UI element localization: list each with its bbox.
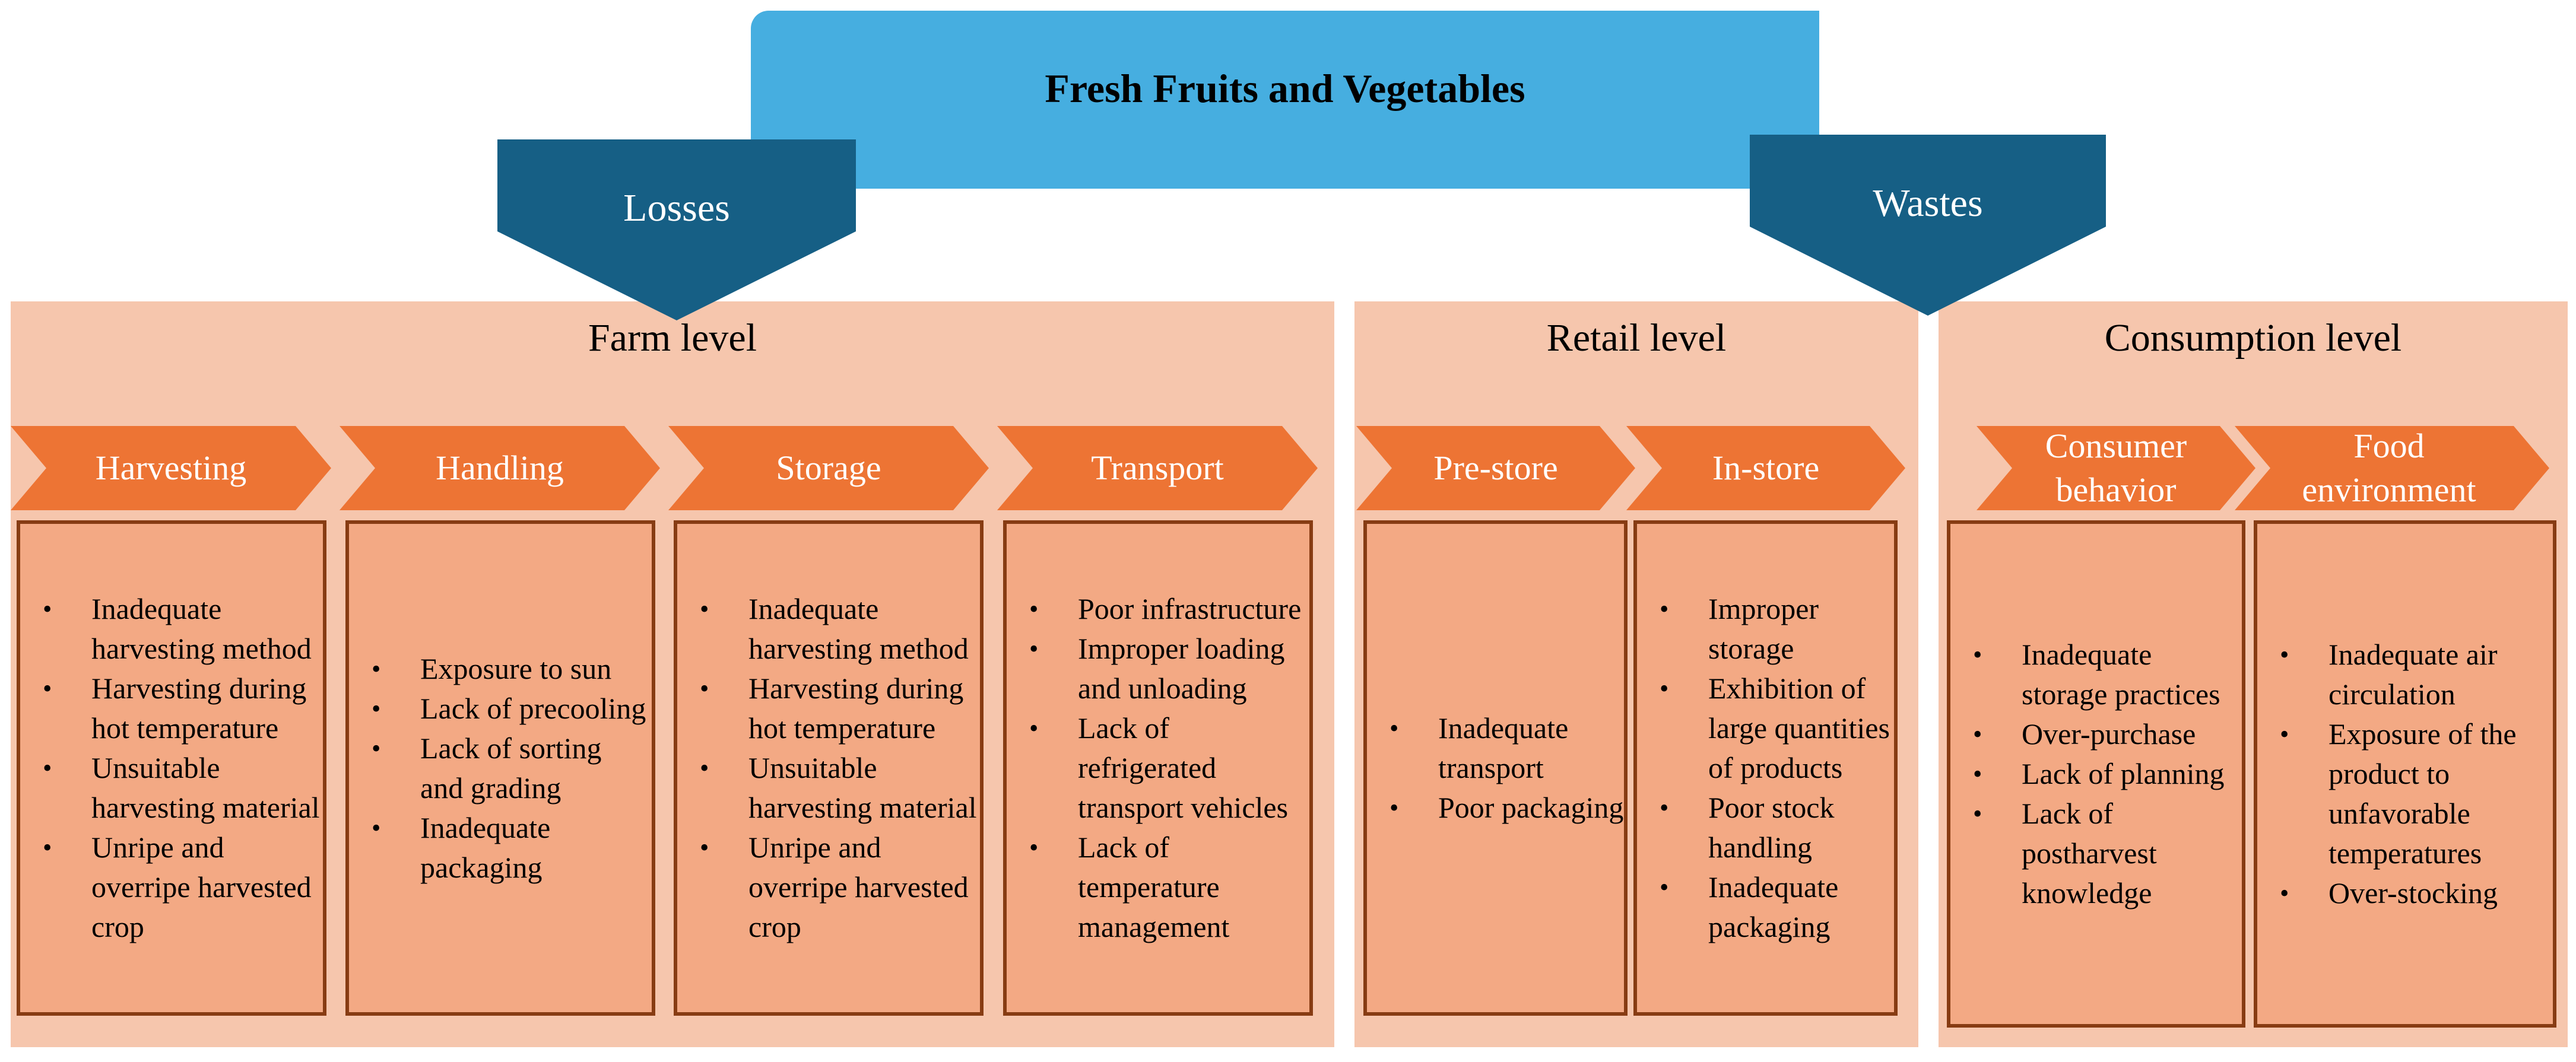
list-item: Unsuitable harvesting material [677,748,980,828]
stage-chevron-food-environment: Food environment [2235,426,2549,510]
wastes-arrow [1750,135,2106,316]
stage-label: Food environment [2302,426,2476,509]
list-item: Inadequate storage practices [1950,635,2242,714]
stage-box-food-environment: Inadequate air circulation Exposure of t… [2254,520,2556,1028]
bullet-list: Improper storage Exhibition of large qua… [1637,589,1894,947]
stage-box-pre-store: Inadequate transport Poor packaging [1363,520,1628,1016]
list-item: Inadequate air circulation [2257,635,2553,714]
stage-box-storage: Inadequate harvesting method Harvesting … [674,520,984,1016]
list-item: Poor stock handling [1637,788,1894,867]
list-item: Lack of refrigerated transport vehicles [1007,708,1309,828]
bullet-list: Inadequate transport Poor packaging [1367,708,1624,828]
list-item: Inadequate harvesting method [20,589,323,669]
list-item: Poor infrastructure [1007,589,1309,629]
stage-chevron-handling: Handling [340,426,660,510]
title-banner [751,11,1819,189]
stage-box-in-store: Improper storage Exhibition of large qua… [1633,520,1898,1016]
stage-chevron-consumer-behavior: Consumer behavior [1977,426,2255,510]
list-item: Inadequate transport [1367,708,1624,788]
list-item: Harvesting during hot temperature [20,669,323,748]
stage-label: Consumer behavior [2045,426,2187,509]
list-item: Lack of planning [1950,754,2242,794]
stage-box-handling: Exposure to sun Lack of precooling Lack … [345,520,655,1016]
list-item: Improper loading and unloading [1007,629,1309,708]
stage-box-harvesting: Inadequate harvesting method Harvesting … [17,520,326,1016]
stage-label: Pre-store [1433,448,1558,487]
losses-label: Losses [623,186,730,230]
bullet-list: Poor infrastructure Improper loading and… [1007,589,1309,947]
stage-chevron-pre-store: Pre-store [1356,426,1635,510]
stage-chevron-storage: Storage [668,426,989,510]
retail-level-title: Retail level [1546,316,1727,360]
bullet-list: Inadequate air circulation Exposure of t… [2257,635,2553,913]
stage-box-transport: Poor infrastructure Improper loading and… [1003,520,1313,1016]
list-item: Lack of precooling [349,689,652,729]
stage-label: Storage [776,448,881,487]
bullet-list: Inadequate storage practices Over-purcha… [1950,635,2242,913]
list-item: Unsuitable harvesting material [20,748,323,828]
losses-arrow [497,139,856,320]
list-item: Exposure of the product to unfavorable t… [2257,714,2553,873]
list-item: Over-stocking [2257,873,2553,913]
bullet-list: Exposure to sun Lack of precooling Lack … [349,649,652,888]
stage-label: Handling [436,448,564,487]
stage-chevron-transport: Transport [997,426,1318,510]
list-item: Inadequate packaging [349,808,652,888]
list-item: Over-purchase [1950,714,2242,754]
list-item: Lack of sorting and grading [349,729,652,808]
list-item: Inadequate harvesting method [677,589,980,669]
wastes-label: Wastes [1873,182,1983,225]
stage-label: Transport [1091,448,1224,487]
stage-label: In-store [1712,448,1820,487]
bullet-list: Inadequate harvesting method Harvesting … [20,589,323,947]
list-item: Exposure to sun [349,649,652,689]
list-item: Lack of temperature management [1007,828,1309,947]
list-item: Improper storage [1637,589,1894,669]
stage-chevron-in-store: In-store [1626,426,1905,510]
stage-label: Harvesting [95,448,247,487]
list-item: Poor packaging [1367,788,1624,828]
bullet-list: Inadequate harvesting method Harvesting … [677,589,980,947]
list-item: Unripe and overripe harvested crop [677,828,980,947]
list-item: Unripe and overripe harvested crop [20,828,323,947]
diagram-title: Fresh Fruits and Vegetables [1045,66,1525,111]
stage-box-consumer-behavior: Inadequate storage practices Over-purcha… [1947,520,2245,1028]
farm-level-title: Farm level [588,316,757,360]
list-item: Exhibition of large quantities of produc… [1637,669,1894,788]
list-item: Lack of postharvest knowledge [1950,794,2242,913]
consumption-level-title: Consumption level [2104,316,2402,360]
stage-chevron-harvesting: Harvesting [11,426,331,510]
list-item: Inadequate packaging [1637,867,1894,947]
list-item: Harvesting during hot temperature [677,669,980,748]
